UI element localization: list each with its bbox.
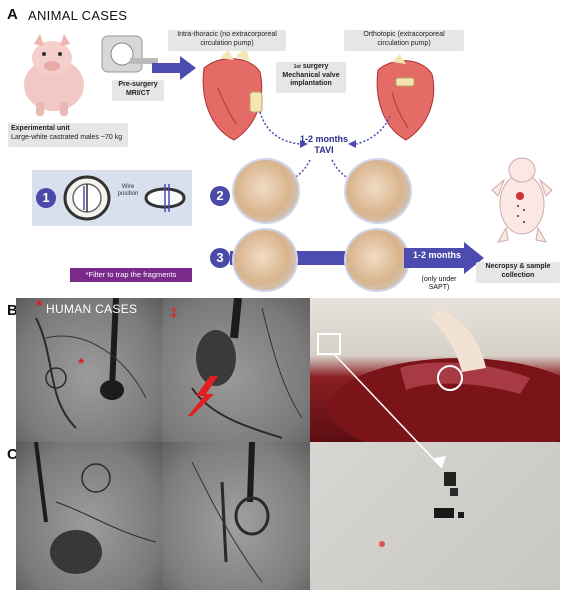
step2-vignette-left: [232, 158, 300, 224]
step2-vignette-right: [344, 158, 412, 224]
mri-scanner-illustration: [101, 35, 158, 73]
months-tavi-label: 1-2 months TAVI: [292, 134, 356, 156]
heart-orthotopic-illustration: [376, 54, 435, 141]
first-surgery-label: surgery: [302, 63, 329, 70]
experimental-unit-label: Experimental unit: [11, 125, 70, 132]
red-arrow-icon: [188, 376, 218, 416]
marker-double-dagger: ‡: [170, 304, 178, 320]
pre-surgery-box: Pre-surgery MRI/CT: [112, 80, 164, 101]
wire-position-label: Wire position: [117, 184, 139, 197]
step1-badge: 1: [36, 188, 56, 208]
step3-vignette-left: [232, 228, 298, 292]
panel-b-sample-photo: [310, 298, 560, 442]
panel-a-letter: A: [7, 6, 18, 23]
orthotopic-box: Orthotopic (extracorporeal circulation p…: [344, 30, 464, 51]
necropsy-box: Necropsy & sample collection: [476, 262, 560, 283]
first-surgery-box: 1st surgery Mechanical valve implantatio…: [276, 62, 346, 93]
valve-side-icon: [144, 184, 186, 212]
marker-star-2: *: [78, 356, 85, 373]
months-label-2: 1-2 months: [412, 250, 461, 260]
dotted-arrows-top: [259, 111, 391, 148]
fluoro-2-device: [191, 298, 303, 439]
step3-vignette-right: [344, 228, 410, 292]
panel-b-fluoro-1: [16, 298, 162, 442]
fluoro-c1-device: [34, 442, 157, 574]
sapt-note: (only under SAPT): [421, 276, 457, 291]
mechanical-valve-label: Mechanical valve implantation: [282, 71, 340, 88]
experimental-unit-desc: Large-white castrated males ~70 kg: [11, 133, 123, 141]
connector-arrow: [333, 353, 446, 469]
valve-front-icon: [63, 175, 111, 221]
intra-thoracic-box: Intra-thoracic (no extracorporeal circul…: [168, 30, 286, 51]
panel-c-fragments-photo: [310, 442, 560, 590]
marker-star-1: *: [36, 298, 43, 315]
step3-badge: 3: [210, 248, 230, 268]
sample-photo-drawing: [317, 308, 560, 442]
panel-c-letter: C: [7, 446, 18, 463]
months-arrow: [404, 242, 484, 274]
panel-b-title: HUMAN CASES: [46, 302, 138, 316]
panel-a-title: ANIMAL CASES: [28, 8, 128, 23]
pig-illustration: [24, 34, 84, 116]
panel-c-fluoro-1: [16, 442, 162, 590]
panel-b-letter: B: [7, 302, 18, 319]
fluoro-1-wires: [35, 298, 147, 429]
pig-necropsy-illustration: [491, 157, 553, 243]
fluoro-c2-device: [191, 442, 270, 583]
panel-c-fluoro-2: [162, 442, 310, 590]
arrow-to-heart: [152, 56, 196, 80]
filter-note: *Filter to trap the fragments: [70, 268, 192, 282]
step1-panel: 1 Wire position: [32, 170, 192, 226]
first-surgery-sup: 1st: [293, 64, 301, 70]
panel-b-fluoro-2: [162, 298, 310, 442]
fragments-drawing: [379, 472, 464, 547]
heart-intrathoracic-illustration: [202, 48, 263, 141]
experimental-unit-box: Experimental unit Large-white castrated …: [8, 123, 128, 147]
months-label-1: 1-2 months: [299, 134, 348, 144]
step2-badge: 2: [210, 186, 230, 206]
tavi-label: TAVI: [314, 145, 334, 155]
